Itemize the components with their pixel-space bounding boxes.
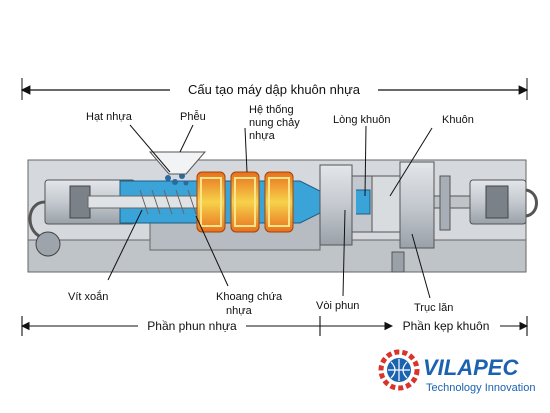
roller-support <box>391 251 405 273</box>
logo-brand: VILAPEC <box>423 355 519 380</box>
screw-threads <box>139 189 197 215</box>
leader-lines <box>107 124 433 299</box>
cylinder-piston <box>69 185 91 219</box>
label-he-thong-3: nhựa <box>249 130 276 142</box>
label-he-thong-2: nung chảy <box>249 117 300 129</box>
clamp-piston <box>485 185 509 219</box>
clamp-hose <box>525 188 538 218</box>
heater-bands <box>196 171 294 233</box>
label-khuon: Khuôn <box>442 114 474 126</box>
label-long-khuon: Lòng khuôn <box>333 114 391 126</box>
label-hat-nhua: Hạt nhựa <box>86 111 133 123</box>
vilapec-logo: VILAPEC Technology Innovation <box>378 349 535 394</box>
label-truc-lan: Trục lăn <box>414 302 453 314</box>
mold-half-moving <box>371 175 401 233</box>
moving-platen <box>399 161 435 249</box>
label-pheu: Phễu <box>180 110 206 123</box>
section-phun-nhua: Phần phun nhựa <box>147 319 237 333</box>
label-he-thong-1: Hệ thống <box>249 104 294 116</box>
label-vit-xoan: Vít xoắn <box>68 290 108 303</box>
label-voi-phun: Vòi phun <box>316 300 359 312</box>
screw-shaft <box>87 195 209 209</box>
hopper <box>148 151 207 175</box>
label-khoang-2: nhựa <box>226 305 253 317</box>
section-dimension-line <box>20 316 529 336</box>
label-khoang-1: Khoang chứa <box>216 291 283 303</box>
mold-cavity <box>356 189 371 215</box>
stationary-platen <box>319 164 353 246</box>
section-kep-khuon: Phần kẹp khuôn <box>403 319 490 333</box>
logo-tagline: Technology Innovation <box>426 382 535 394</box>
diagram-title: Cấu tạo máy dập khuôn nhựa <box>188 82 361 97</box>
title-dimension-line <box>20 78 529 100</box>
gear-globe-icon <box>378 349 420 391</box>
hydraulic-pump <box>35 231 61 257</box>
clamp-rail <box>439 175 451 231</box>
